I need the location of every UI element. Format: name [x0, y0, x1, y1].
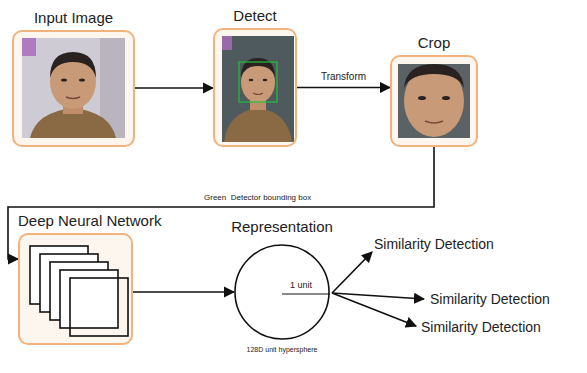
image-box: Detect	[213, 28, 297, 147]
face-photo	[222, 36, 294, 142]
flow-arrow	[8, 147, 434, 259]
circle-caption: 128D unit hypersphere	[247, 346, 318, 354]
radius-line	[282, 294, 330, 295]
box-fill	[214, 29, 296, 146]
face-photo	[22, 38, 125, 138]
box-fill	[391, 56, 477, 146]
hypersphere-circle: Representation1 unit128D unit hyperspher…	[234, 244, 330, 340]
face-photo	[398, 64, 470, 138]
network-box: Deep Neural Network	[18, 233, 133, 345]
box-heading: Detect	[233, 7, 276, 24]
circle-outline	[234, 244, 330, 340]
box-fill	[19, 234, 132, 344]
flow-arrow	[135, 87, 213, 89]
image-box: Crop	[390, 55, 478, 147]
output-label: Similarity Detection	[430, 291, 550, 307]
flow-arrow	[297, 87, 390, 89]
output-label: Similarity Detection	[421, 319, 541, 335]
output-label: Similarity Detection	[374, 236, 494, 252]
box-heading: Crop	[418, 34, 451, 51]
similarity-arrow	[332, 252, 424, 326]
radius-label: 1 unit	[290, 280, 312, 290]
layer-stack	[30, 246, 128, 336]
box-fill	[13, 31, 134, 146]
note-text: Green Detector bounding box	[204, 193, 311, 202]
edge-label: Transform	[320, 71, 367, 83]
flow-arrow	[133, 291, 234, 293]
image-box: Input Image	[12, 30, 135, 147]
box-heading: Deep Neural Network	[18, 212, 161, 229]
box-heading: Input Image	[34, 9, 113, 26]
circle-heading: Representation	[231, 218, 333, 235]
